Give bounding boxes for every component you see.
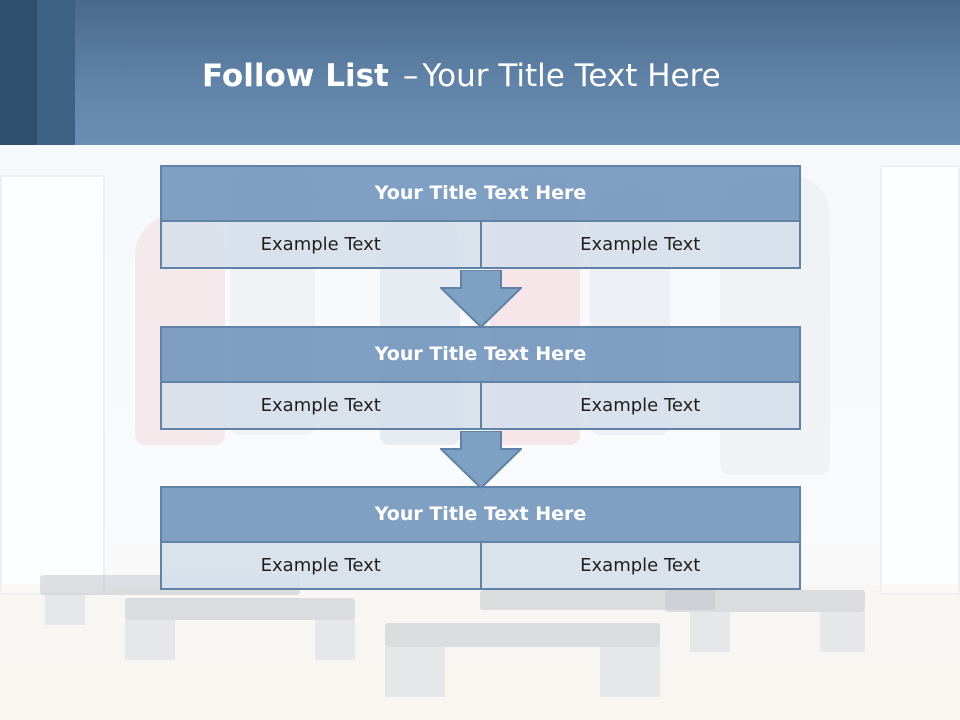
list-block-cell-right: Example Text [479,381,801,430]
down-arrow-icon [440,270,522,328]
aerobic-step [125,598,355,620]
slide-title-bold: Follow List [202,58,389,94]
slide-title: Follow List–Your Title Text Here [202,52,721,100]
header-accent-strip-dark [0,0,37,145]
window-pane [0,175,105,595]
list-block-cell-left: Example Text [160,381,482,430]
aerobic-step-leg [820,612,865,652]
list-block-row: Example Text Example Text [160,541,801,590]
list-block: Your Title Text Here Example Text Exampl… [160,326,801,430]
header-band: Follow List–Your Title Text Here [0,0,960,145]
slide-title-dash: – [402,58,419,94]
slide-title-rest: Your Title Text Here [422,58,721,94]
list-block-cell-left: Example Text [160,541,482,590]
aerobic-step [385,623,660,647]
aerobic-step-leg [45,595,85,625]
header-accent-strip-mid [37,0,75,145]
list-block-title: Your Title Text Here [160,486,801,543]
down-arrow-icon [440,431,522,489]
aerobic-step-leg [690,612,730,652]
aerobic-step [665,590,865,612]
aerobic-step-leg [385,647,445,697]
aerobic-step-leg [600,647,660,697]
list-block-title: Your Title Text Here [160,326,801,383]
aerobic-step-leg [315,620,355,660]
list-block-cell-left: Example Text [160,220,482,269]
list-block-cell-right: Example Text [479,541,801,590]
list-block-row: Example Text Example Text [160,220,801,269]
list-block-title: Your Title Text Here [160,165,801,222]
list-block-cell-right: Example Text [479,220,801,269]
list-block: Your Title Text Here Example Text Exampl… [160,165,801,269]
aerobic-step [480,590,715,610]
aerobic-step-leg [125,620,175,660]
list-block: Your Title Text Here Example Text Exampl… [160,486,801,590]
list-block-row: Example Text Example Text [160,381,801,430]
